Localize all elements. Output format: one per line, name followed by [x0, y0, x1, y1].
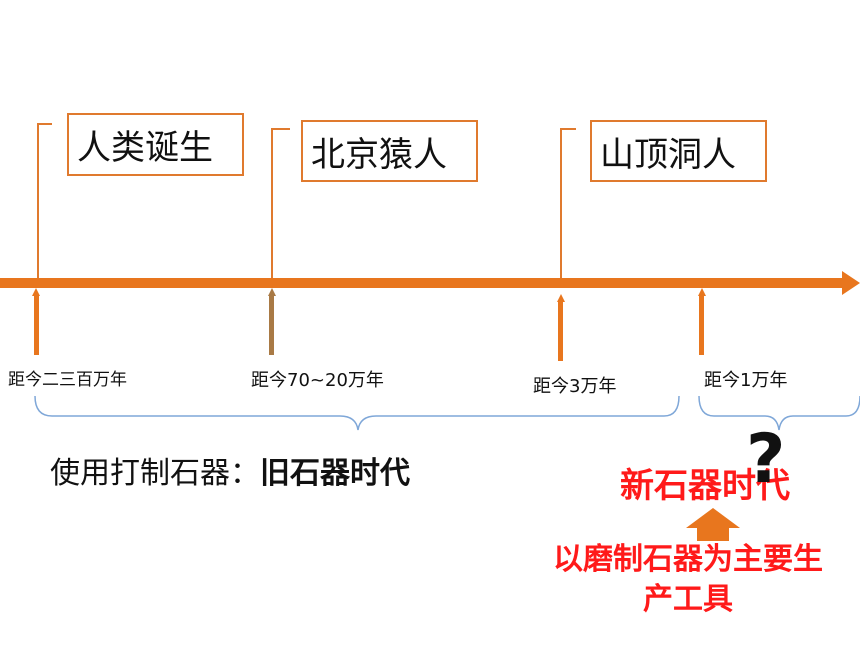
new-stone-age-description: 以磨制石器为主要生 产工具 — [523, 540, 853, 620]
event-name: 北京猿人 — [311, 134, 447, 175]
brace-new-stone-age — [698, 395, 860, 431]
up-arrow — [686, 508, 740, 541]
connector-upper-cave-man — [560, 128, 576, 278]
date-label-1: 距今二三百万年 — [8, 370, 127, 390]
date-label-4: 距今1万年 — [704, 370, 788, 391]
event-connectors — [37, 123, 576, 278]
question-mark: ? — [746, 420, 786, 499]
date-arrow-2 — [268, 288, 276, 355]
brace-old-stone-age — [34, 395, 680, 431]
event-box-peking-man: 北京猿人 — [301, 120, 478, 182]
date-label-2: 距今70~20万年 — [251, 370, 384, 391]
event-box-human-birth: 人类诞生 — [67, 113, 244, 176]
era-name: 旧石器时代 — [260, 456, 410, 491]
date-label-3: 距今3万年 — [533, 376, 617, 397]
new-stone-age-title: 新石器时代 — [620, 466, 790, 506]
date-arrow-4 — [698, 288, 706, 355]
connector-human-birth — [37, 123, 52, 278]
description-line-1: 以磨制石器为主要生 — [553, 542, 823, 577]
connector-peking-man — [271, 128, 290, 278]
event-box-upper-cave-man: 山顶洞人 — [590, 120, 767, 182]
event-name: 人类诞生 — [77, 128, 213, 168]
date-marker-arrows — [32, 288, 706, 361]
event-name: 山顶洞人 — [600, 134, 736, 175]
date-arrow-3 — [557, 294, 565, 361]
caption-prefix: 使用打制石器： — [50, 456, 260, 491]
timeline-axis — [0, 271, 860, 295]
description-line-2: 产工具 — [643, 582, 733, 617]
date-arrow-1 — [32, 288, 40, 355]
old-stone-age-caption: 使用打制石器：旧石器时代 — [50, 448, 410, 492]
